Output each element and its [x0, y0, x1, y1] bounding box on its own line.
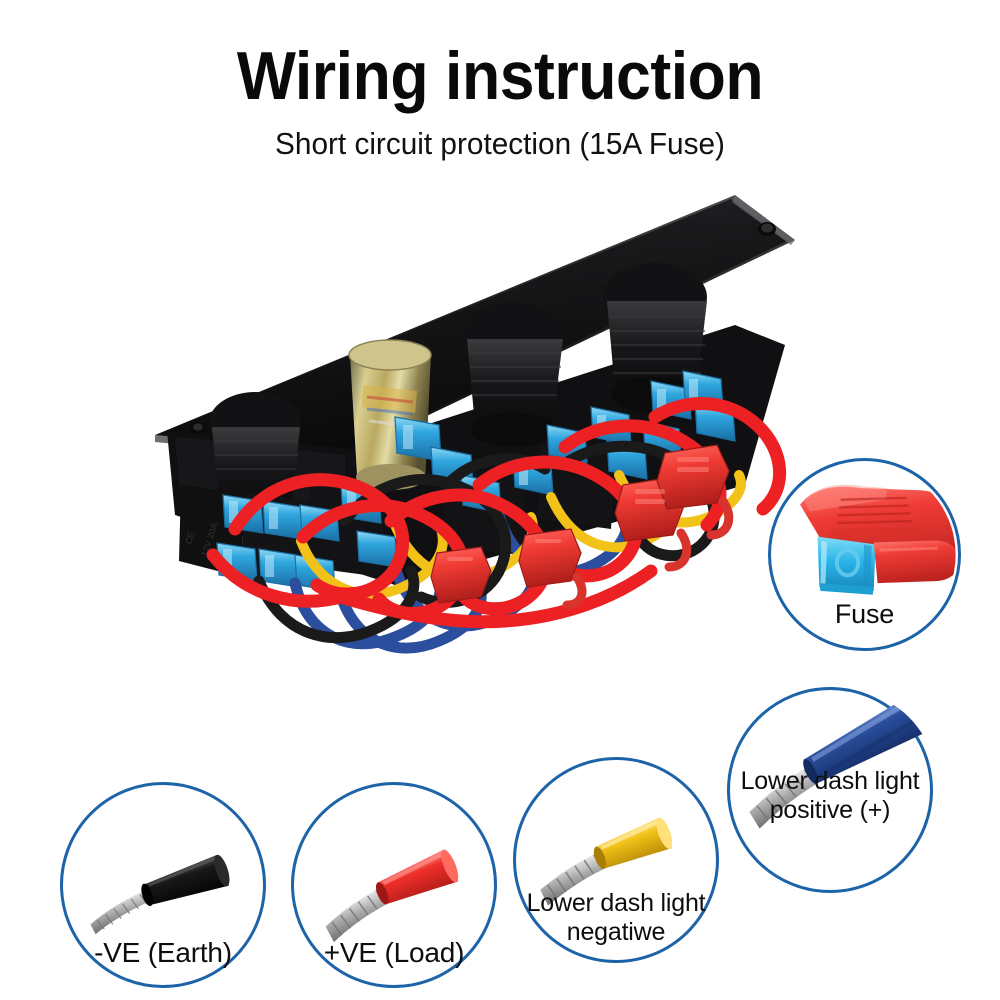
callout-earth-label: -VE (Earth): [94, 937, 232, 969]
socket-barrel-mid: [463, 302, 563, 447]
inline-fuse-holders: [430, 444, 734, 610]
callout-dash-negative-line1: Lower dash light: [526, 889, 706, 917]
callout-dash-positive-line1: Lower dash light: [740, 767, 920, 795]
svg-text:CE: CE: [183, 531, 196, 546]
callout-fuse-label: Fuse: [834, 599, 895, 630]
callout-dash-negative-line2: negatiwe: [566, 917, 666, 946]
callout-load-label: +VE (Load): [323, 937, 465, 969]
brass-fuse-cylinder: [348, 339, 432, 490]
callout-fuse: Fuse: [768, 458, 961, 651]
callout-dash-light-positive: Lower dash light positive (+): [727, 687, 933, 893]
callout-negative-earth: -VE (Earth): [60, 782, 266, 988]
callout-dash-positive-label: Lower dash light positive (+): [708, 767, 952, 824]
page-subtitle: Short circuit protection (15A Fuse): [275, 126, 725, 161]
callout-positive-load: +VE (Load): [291, 782, 497, 988]
callout-dash-light-negative: Lower dash light negatiwe: [513, 757, 719, 963]
callout-dash-negative-label: Lower dash light negatiwe: [494, 889, 738, 946]
callout-dash-positive-line2: positive (+): [769, 795, 891, 824]
page-title: Wiring instruction: [236, 38, 764, 114]
switch-panel-photo: CE 12V 20A: [95, 185, 885, 685]
